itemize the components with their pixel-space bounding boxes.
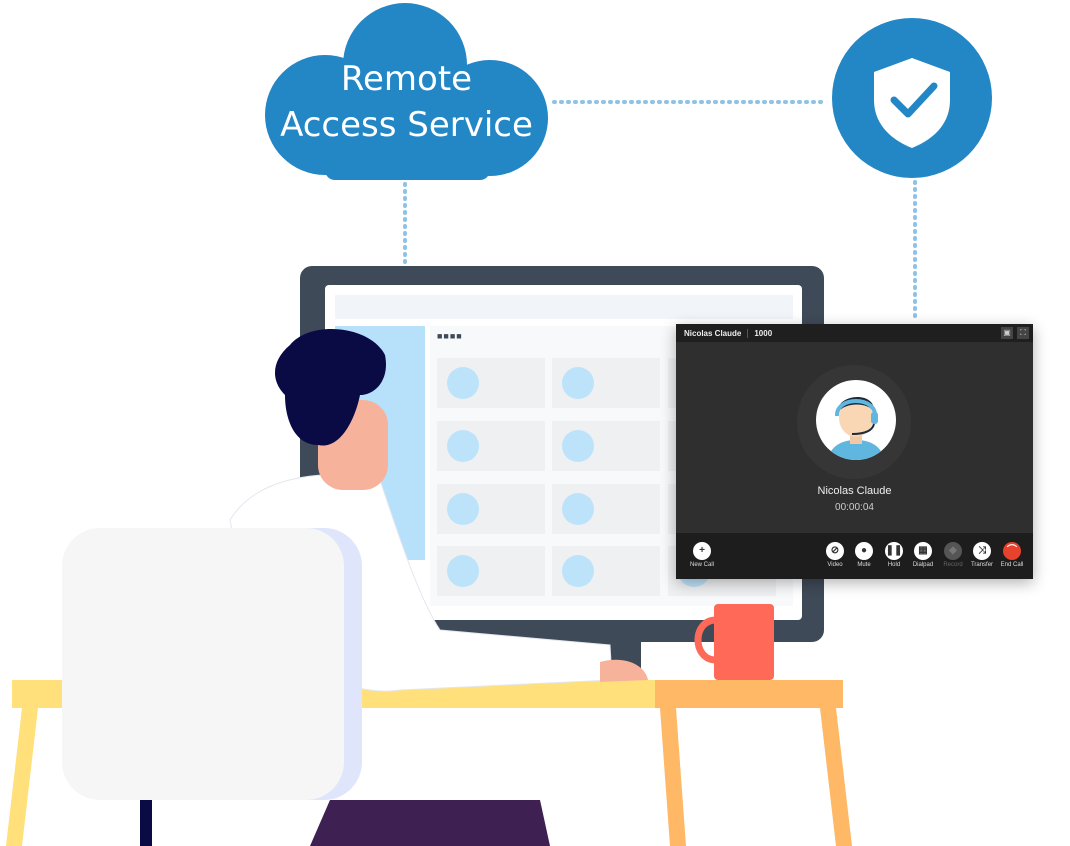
chair <box>62 528 362 846</box>
call-header: Nicolas Claude 1000 <box>676 324 1033 342</box>
shield-check-icon <box>832 18 992 178</box>
screen-card-avatar <box>447 493 479 525</box>
record-button[interactable]: ◆ Record <box>938 542 968 568</box>
cloud-label-line2: Access Service <box>280 105 533 145</box>
fullscreen-icon[interactable]: ⛶ <box>1017 327 1029 339</box>
cloud-icon <box>265 3 548 180</box>
new-call-label: New Call <box>689 562 714 568</box>
video-off-icon: ⊘ <box>826 542 844 560</box>
call-controls: + New Call ⊘Video ●Mute ❚❚Hold ▦Dialpad … <box>676 533 1033 579</box>
mute-label: Mute <box>857 562 871 568</box>
cloud-label-line1: Remote <box>340 59 473 99</box>
video-label: Video <box>827 562 843 568</box>
header-divider <box>747 328 749 338</box>
screen-card-avatar <box>562 555 594 587</box>
header-extension: 1000 <box>754 328 773 338</box>
screen-card-avatar <box>562 493 594 525</box>
transfer-button[interactable]: ⤨ Transfer <box>967 542 997 568</box>
end-call-icon: ⌒ <box>1003 542 1021 560</box>
video-button[interactable]: ⊘ Video <box>820 542 850 568</box>
record-icon: ◆ <box>944 542 962 560</box>
transfer-label: Transfer <box>970 562 994 568</box>
new-call-button[interactable]: + New Call <box>687 542 717 568</box>
microphone-icon: ● <box>855 542 873 560</box>
end-call-button[interactable]: ⌒ End Call <box>997 542 1027 568</box>
call-timer: 00:00:04 <box>835 502 874 513</box>
screen-card-avatar <box>447 430 479 462</box>
cloud-label: Remote Access Service <box>265 56 548 148</box>
screen-card-avatar <box>447 555 479 587</box>
mug <box>694 604 774 680</box>
dialpad-icon: ▦ <box>914 542 932 560</box>
avatar <box>816 380 896 460</box>
screen-card-avatar <box>562 367 594 399</box>
end-call-label: End Call <box>1000 562 1024 568</box>
caller-name: Nicolas Claude <box>817 485 892 497</box>
screen-card-avatar <box>562 430 594 462</box>
record-label: Record <box>943 562 963 568</box>
dialpad-label: Dialpad <box>912 562 934 568</box>
hold-label: Hold <box>887 562 901 568</box>
dialpad-button[interactable]: ▦ Dialpad <box>908 542 938 568</box>
screen-menu-dots: ■■■■ <box>437 331 463 341</box>
agent-avatar-icon <box>828 396 884 460</box>
connector-lines <box>403 100 917 318</box>
pause-icon: ❚❚ <box>885 542 903 560</box>
screen-card-avatar <box>447 367 479 399</box>
header-contact-name: Nicolas Claude <box>684 328 742 338</box>
minimize-window-icon[interactable]: ▣ <box>1001 327 1013 339</box>
mute-button[interactable]: ● Mute <box>849 542 879 568</box>
hold-button[interactable]: ❚❚ Hold <box>879 542 909 568</box>
call-window: Nicolas Claude 1000 ▣ ⛶ Nicolas Claude 0… <box>676 324 1033 579</box>
transfer-icon: ⤨ <box>973 542 991 560</box>
plus-icon: + <box>693 542 711 560</box>
